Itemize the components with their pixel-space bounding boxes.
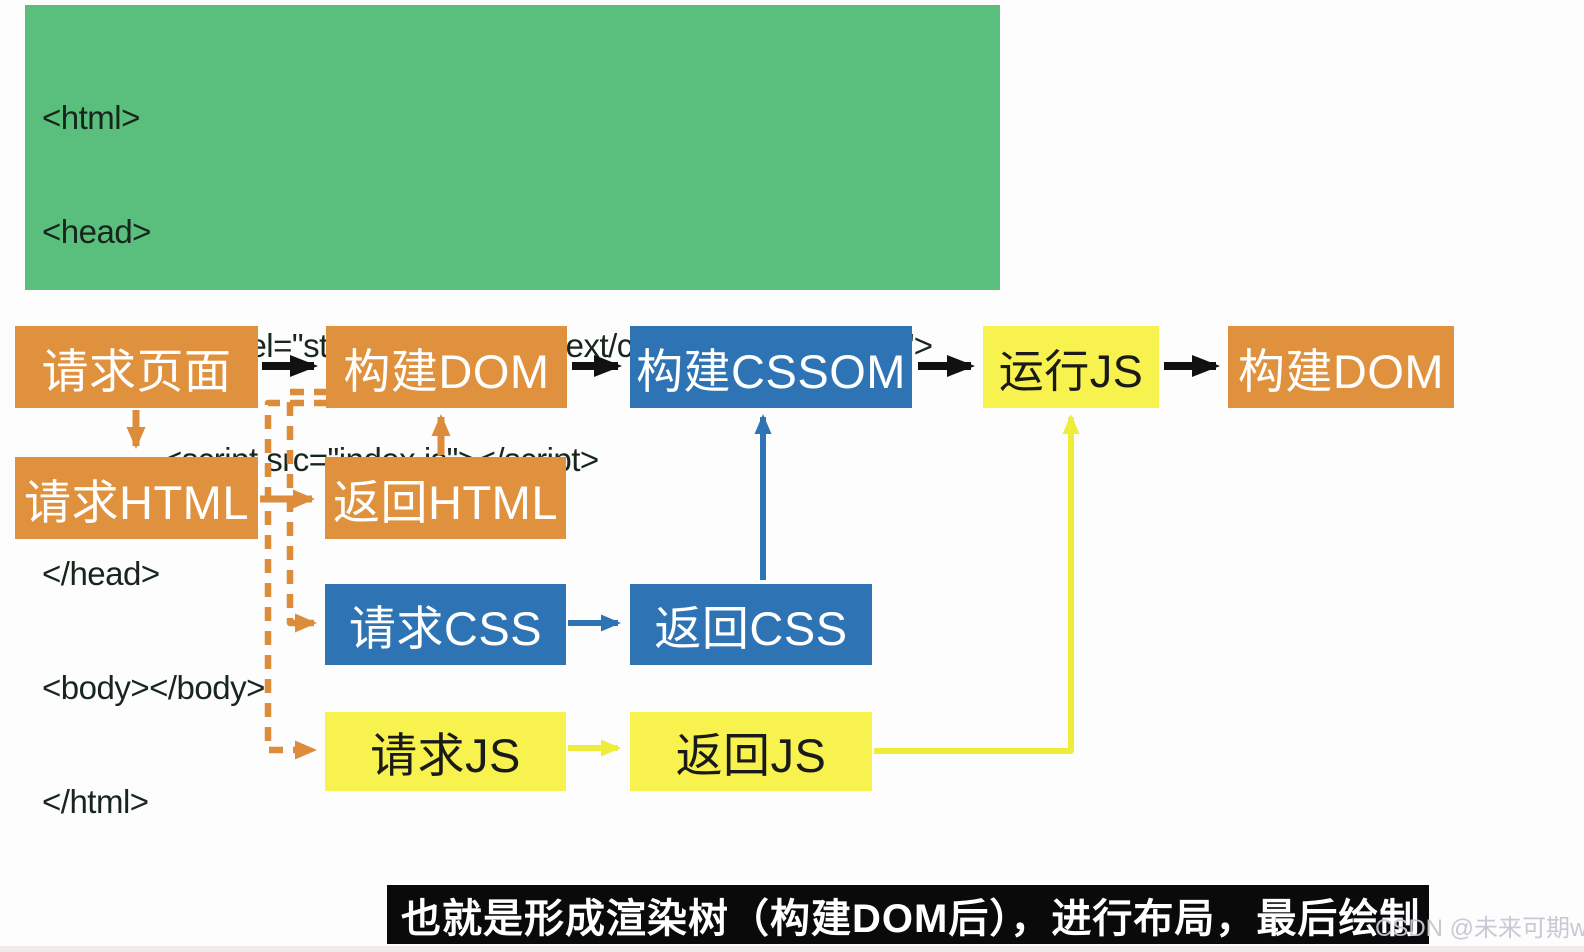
node-return-css: 返回CSS — [630, 584, 872, 665]
node-request-css: 请求CSS — [325, 584, 566, 665]
node-return-js: 返回JS — [630, 712, 872, 791]
node-request-html: 请求HTML — [15, 457, 258, 539]
node-return-html: 返回HTML — [325, 457, 566, 539]
code-line: </head> — [42, 555, 160, 592]
code-line: <head> — [42, 213, 151, 250]
arrow-return-js-to-run-js — [874, 414, 1080, 754]
dashed-arrow-build-dom-to-request-css — [286, 388, 328, 633]
node-build-dom-2: 构建DOM — [1228, 326, 1454, 408]
node-run-js: 运行JS — [983, 326, 1159, 408]
code-line: <body></body> — [42, 669, 265, 706]
node-build-cssom: 构建CSSOM — [630, 326, 912, 408]
caption-text: 也就是形成渲染树（构建DOM后），进行布局，最后绘制 — [401, 896, 1421, 941]
node-build-dom-1: 构建DOM — [326, 326, 567, 408]
dashed-arrow-build-dom-to-request-js — [264, 399, 328, 760]
caption-bar: 也就是形成渲染树（构建DOM后），进行布局，最后绘制 — [387, 885, 1429, 944]
node-request-page: 请求页面 — [15, 326, 258, 408]
bottom-strip — [0, 946, 1584, 952]
node-request-js: 请求JS — [325, 712, 566, 791]
code-line: </html> — [42, 783, 149, 820]
code-line: <html> — [42, 99, 140, 136]
watermark: CSDN @未来可期wlkq — [1375, 915, 1584, 942]
